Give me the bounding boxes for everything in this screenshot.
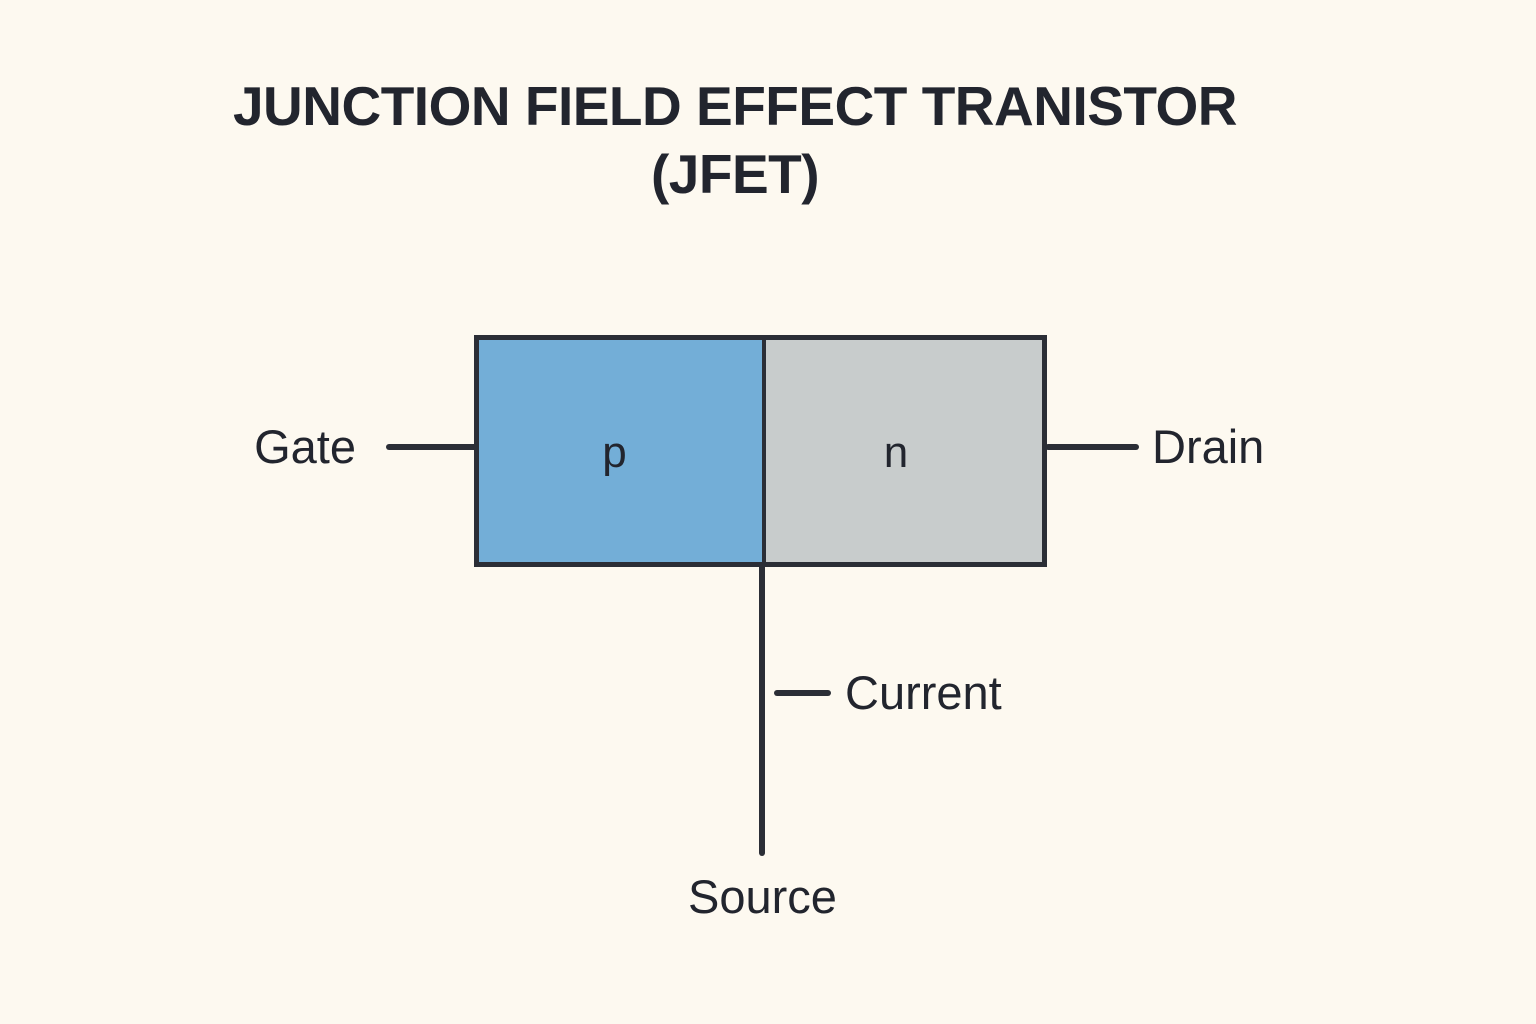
drain-terminal-label: Drain [1152, 420, 1265, 473]
gate-terminal-label: Gate [254, 420, 356, 473]
gate-lead-line [386, 444, 478, 450]
n-type-region: n [766, 340, 1042, 562]
title-line-2: (JFET) [650, 143, 820, 206]
n-region-label: n [883, 428, 909, 477]
title-line-1: JUNCTION FIELD EFFECT TRANISTOR [232, 75, 1238, 137]
diagram-title: JUNCTION FIELD EFFECT TRANISTOR (JFET) [0, 72, 1470, 208]
drain-lead-line [1045, 444, 1139, 450]
p-type-region: p [479, 340, 766, 562]
source-terminal-label: Source [688, 870, 837, 923]
source-lead-line [759, 562, 765, 856]
jfet-body: p n [474, 335, 1047, 567]
current-annotation-label: Current [845, 666, 1002, 719]
current-leader-line [774, 690, 831, 696]
p-region-label: p [602, 428, 627, 477]
